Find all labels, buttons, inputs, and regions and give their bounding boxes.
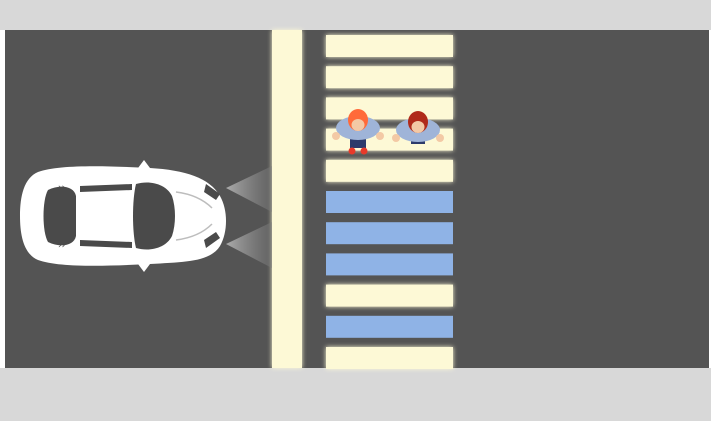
crosswalk-stripe-light	[326, 160, 453, 182]
pedestrian-shoe	[349, 148, 356, 155]
rear-lights-lower: ››	[58, 241, 65, 251]
pedestrian-hand	[376, 132, 384, 140]
crosswalk-stripe-light	[326, 97, 453, 119]
stop-line	[272, 30, 302, 368]
pedestrian-hand	[332, 132, 340, 140]
crosswalk-stripe-blue	[326, 253, 453, 275]
rear-window	[44, 187, 77, 246]
sidewalk-top	[0, 0, 711, 30]
crosswalk	[326, 35, 453, 369]
crosswalk-stripe-blue	[326, 191, 453, 213]
pedestrian-hand	[392, 134, 400, 142]
crosswalk-stripe-light	[326, 35, 453, 57]
sidewalk-bottom	[0, 368, 711, 421]
crosswalk-stripe-light	[326, 66, 453, 88]
car-topdown-icon: ›› ››	[20, 160, 226, 272]
crosswalk-stripe-light	[326, 347, 453, 369]
rear-lights-upper: ››	[58, 183, 65, 193]
crosswalk-stripe-light	[326, 285, 453, 307]
crosswalk-stripe-blue	[326, 222, 453, 244]
windshield	[133, 183, 175, 250]
pedestrian-face	[412, 121, 425, 133]
pedestrian-shoe	[361, 148, 368, 155]
pedestrian-face	[352, 119, 365, 131]
crosswalk-stripe-blue	[326, 316, 453, 338]
pedestrian-hand	[436, 134, 444, 142]
